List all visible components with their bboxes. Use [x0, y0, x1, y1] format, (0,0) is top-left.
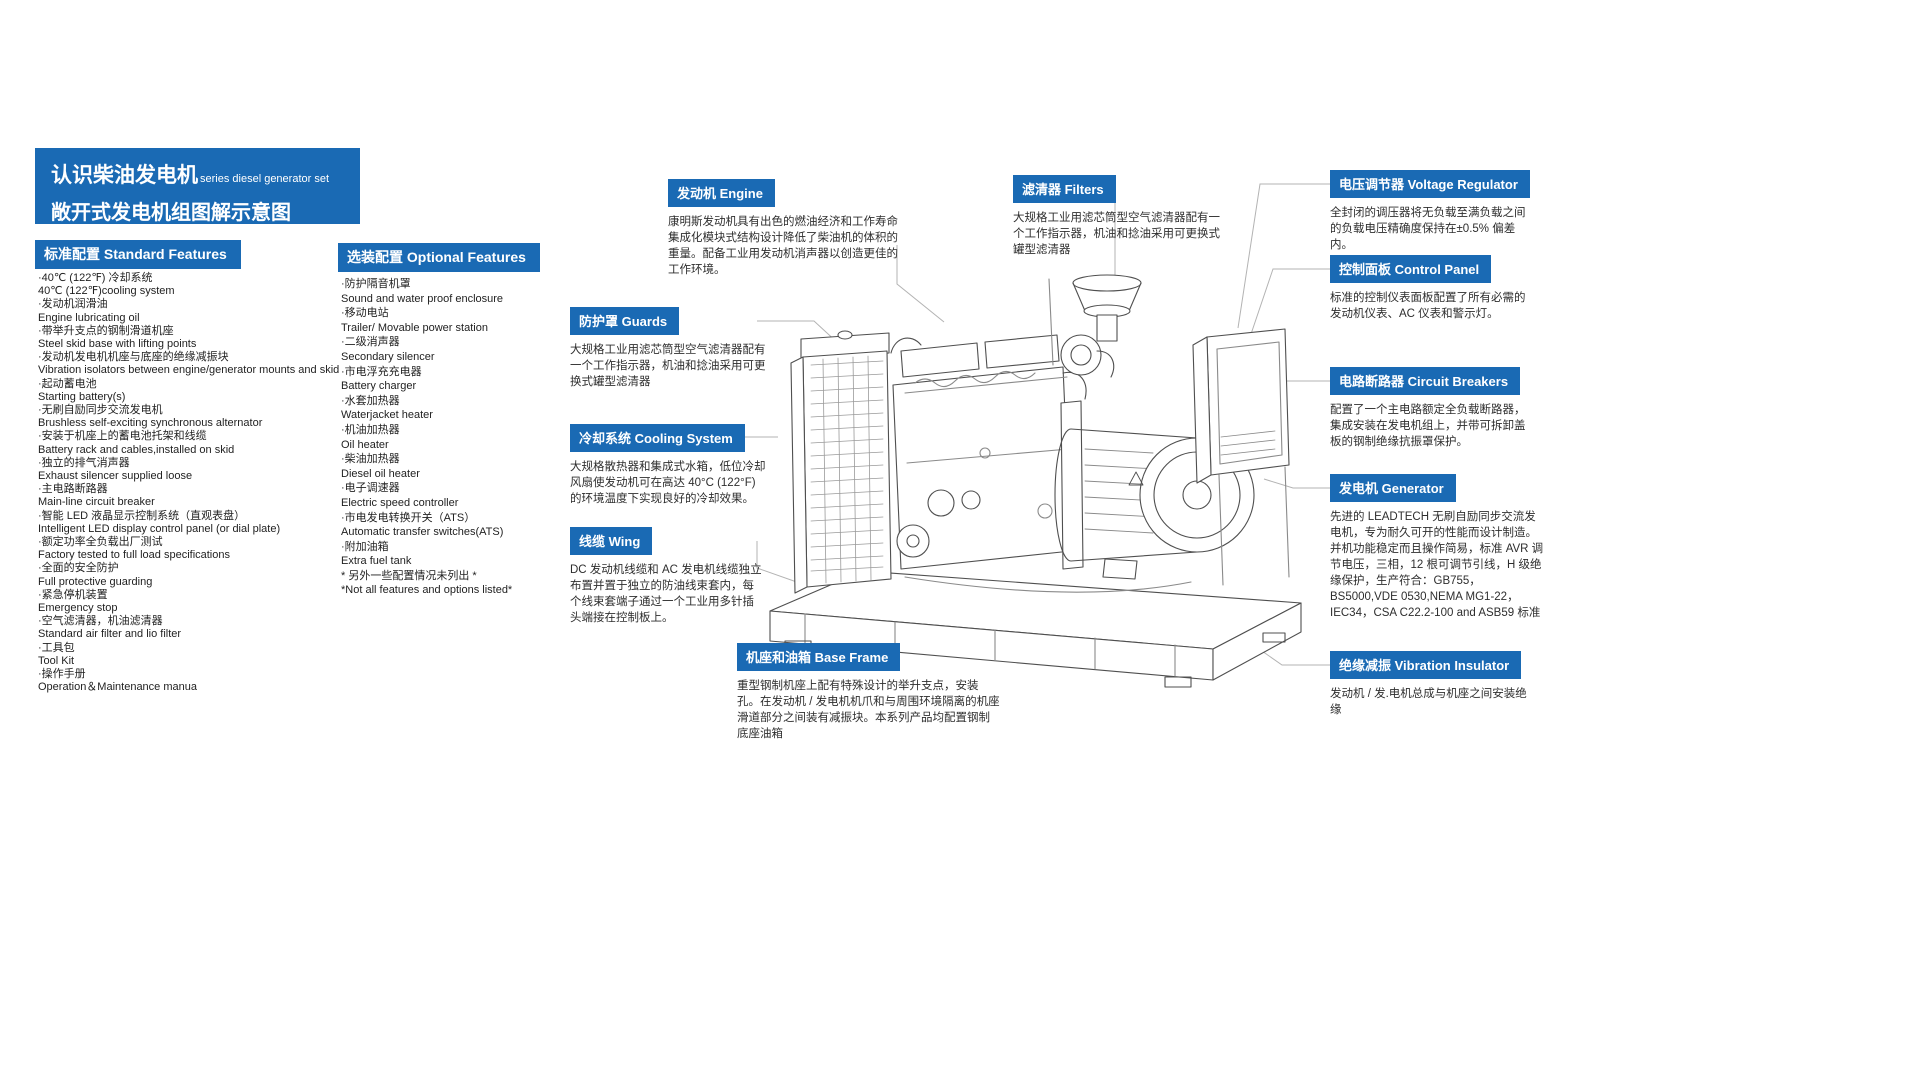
feature-item: ·电子调速器: [341, 482, 400, 495]
callout-filters-body: 大规格工业用滤芯筒型空气滤清器配有一个工作指示器，机油和捻油采用可更换式罐型滤清…: [1013, 212, 1220, 256]
feature-item: ·紧急停机装置: [38, 588, 108, 601]
feature-item: Exhaust silencer supplied loose: [38, 470, 193, 483]
feature-item: ·主电路断路器: [38, 483, 108, 496]
feature-item: Extra fuel tank: [341, 555, 412, 568]
callout-cables-title: 线缆 Wing: [570, 527, 653, 555]
generator-line-art: [769, 274, 1302, 688]
feature-item: ·柴油加热器: [341, 453, 400, 466]
feature-item: Main-line circuit breaker: [38, 496, 155, 509]
feature-item: ·市电浮充充电器: [341, 365, 422, 378]
feature-item: Starting battery(s): [38, 390, 126, 403]
feature-item: Automatic transfer switches(ATS): [341, 526, 504, 539]
feature-item: Trailer/ Movable power station: [341, 321, 488, 334]
feature-item: Standard air filter and lio filter: [38, 628, 182, 641]
optional-features-list: ·防护隔音机罩 Sound and water proof enclosure ·移…: [341, 277, 579, 598]
feature-item: ·移动电站: [341, 307, 389, 320]
callout-generator-title: 发电机 Generator: [1330, 474, 1456, 502]
callout-guards: 防护罩 Guards 大规格工业用滤芯筒型空气滤清器配有一个工作指示器，机油和捻…: [570, 307, 768, 390]
feature-item: ·40℃ (122℉) 冷却系统: [38, 272, 153, 284]
feature-item: Full protective guarding: [38, 575, 153, 588]
feature-item: ·带举升支点的钢制滑道机座: [38, 324, 174, 337]
callout-voltage-regulator: 电压调节器 Voltage Regulator 全封闭的调压器将无负载至满负载之…: [1330, 170, 1532, 253]
callout-voltage-regulator-title: 电压调节器 Voltage Regulator: [1330, 170, 1530, 198]
feature-item: Intelligent LED display control panel (o…: [38, 522, 281, 535]
callout-generator: 发电机 Generator 先进的 LEADTECH 无刷自励同步交流发电机，专…: [1330, 474, 1544, 621]
callout-guards-body: 大规格工业用滤芯筒型空气滤清器配有一个工作指示器，机油和捻油采用可更换式罐型滤清…: [570, 344, 766, 388]
feature-item: Sound and water proof enclosure: [341, 292, 504, 305]
standard-features-header: 标准配置 Standard Features: [35, 240, 241, 269]
callout-base-frame-body: 重型钢制机座上配有特殊设计的举升支点，安装孔。在发动机 / 发电机机爪和与周围环…: [737, 680, 1000, 740]
feature-item: ·智能 LED 液晶显示控制系统（直观表盘）: [38, 509, 246, 522]
feature-item: ·额定功率全负载出厂测试: [38, 536, 163, 549]
feature-item: ·市电发电转换开关（ATS）: [341, 511, 476, 524]
callout-circuit-breakers-body: 配置了一个主电路额定全负载断路器，集成安装在发电机组上，并带可拆卸盖板的钢制绝缘…: [1330, 404, 1526, 448]
feature-item: Diesel oil heater: [341, 467, 420, 480]
feature-item: ·起动蓄电池: [38, 377, 97, 390]
callout-control-panel: 控制面板 Control Panel 标准的控制仪表面板配置了所有必需的发动机仪…: [1330, 255, 1536, 322]
page-subtitle: 敞开式发电机组图解示意图: [51, 202, 291, 224]
callout-vibration-insulator-title: 绝缘减振 Vibration Insulator: [1330, 651, 1522, 679]
feature-item: ·发动机润滑油: [38, 298, 108, 311]
callout-circuit-breakers-title: 电路断路器 Circuit Breakers: [1330, 367, 1521, 395]
feature-item: ·发动机发电机机座与底座的绝缘减振块: [38, 351, 229, 364]
feature-item: Emergency stop: [38, 602, 118, 615]
callout-cooling-system-title: 冷却系统 Cooling System: [570, 424, 745, 452]
feature-item: ·操作手册: [38, 668, 86, 681]
page-title: 认识柴油发电机: [51, 164, 198, 187]
optional-features-header: 选装配置 Optional Features: [338, 243, 540, 272]
callout-engine: 发动机 Engine 康明斯发动机具有出色的燃油经济和工作寿命集成化模块式结构设…: [668, 179, 900, 278]
callout-voltage-regulator-body: 全封闭的调压器将无负载至满负载之间的负载电压精确度保持在±0.5% 偏差内。: [1330, 207, 1526, 251]
feature-item: ·机油加热器: [341, 423, 400, 436]
feature-item: ·防护隔音机罩: [341, 278, 411, 290]
feature-item: Brushless self-exciting synchronous alte…: [38, 417, 263, 430]
feature-item: ·安装于机座上的蓄电池托架和线缆: [38, 430, 207, 443]
callout-control-panel-body: 标准的控制仪表面板配置了所有必需的发动机仪表、AC 仪表和警示灯。: [1330, 292, 1526, 320]
feature-item: ·附加油箱: [341, 540, 389, 553]
callout-filters-title: 滤清器 Filters: [1013, 175, 1116, 203]
callout-filters: 滤清器 Filters 大规格工业用滤芯筒型空气滤清器配有一个工作指示器，机油和…: [1013, 175, 1223, 258]
feature-item: ·水套加热器: [341, 394, 400, 407]
callout-control-panel-title: 控制面板 Control Panel: [1330, 255, 1492, 283]
feature-item: * 另外一些配置情况未列出 *: [341, 569, 477, 582]
callout-cooling-system-body: 大规格散热器和集成式水箱，低位冷却风扇使发动机可在高达 40°C (122°F)…: [570, 461, 766, 505]
callout-guards-title: 防护罩 Guards: [570, 307, 680, 335]
callout-vibration-insulator: 绝缘减振 Vibration Insulator 发动机 / 发.电机总成与机座…: [1330, 651, 1536, 718]
feature-item: Tool Kit: [38, 654, 75, 667]
feature-item: Oil heater: [341, 438, 389, 451]
callout-generator-body: 先进的 LEADTECH 无刷自励同步交流发电机，专为耐久可开的性能而设计制造。…: [1330, 511, 1544, 619]
callout-engine-body: 康明斯发动机具有出色的燃油经济和工作寿命集成化模块式结构设计降低了柴油机的体积的…: [668, 216, 898, 276]
feature-item: Vibration isolators between engine/gener…: [38, 364, 340, 377]
callout-base-frame: 机座和油箱 Base Frame 重型钢制机座上配有特殊设计的举升支点，安装孔。…: [737, 643, 1001, 742]
callout-cooling-system: 冷却系统 Cooling System 大规格散热器和集成式水箱，低位冷却风扇使…: [570, 424, 768, 507]
feature-item: Operation＆Maintenance manua: [38, 681, 197, 694]
feature-item: ·二级消声器: [341, 336, 400, 349]
feature-item: ·独立的排气消声器: [38, 456, 130, 469]
feature-item: ·全面的安全防护: [38, 562, 119, 575]
callout-circuit-breakers: 电路断路器 Circuit Breakers 配置了一个主电路额定全负载断路器，…: [1330, 367, 1532, 450]
feature-item: 40℃ (122℉)cooling system: [38, 285, 175, 298]
callout-vibration-insulator-body: 发动机 / 发.电机总成与机座之间安装绝缘: [1330, 688, 1527, 716]
feature-item: Steel skid base with lifting points: [38, 338, 197, 351]
feature-item: ·空气滤清器，机油滤清器: [38, 615, 163, 628]
feature-item: *Not all features and options listed*: [341, 584, 513, 597]
feature-item: Engine lubricating oil: [38, 311, 140, 324]
feature-item: Battery charger: [341, 380, 417, 393]
callout-cables: 线缆 Wing DC 发动机线缆和 AC 发电机线缆独立布置并置于独立的防油线束…: [570, 527, 764, 626]
callout-base-frame-title: 机座和油箱 Base Frame: [737, 643, 901, 671]
feature-item: Battery rack and cables,installed on ski…: [38, 443, 235, 456]
feature-item: ·无刷自励同步交流发电机: [38, 404, 163, 417]
feature-item: Electric speed controller: [341, 496, 459, 509]
feature-item: Factory tested to full load specificatio…: [38, 549, 230, 562]
feature-item: Waterjacket heater: [341, 409, 433, 422]
callout-cables-body: DC 发动机线缆和 AC 发电机线缆独立布置并置于独立的防油线束套内，每个线束套…: [570, 564, 762, 624]
page-title-en: series diesel generator set: [200, 173, 330, 185]
feature-item: Secondary silencer: [341, 350, 435, 363]
feature-item: ·工具包: [38, 641, 75, 654]
callout-engine-title: 发动机 Engine: [668, 179, 775, 207]
